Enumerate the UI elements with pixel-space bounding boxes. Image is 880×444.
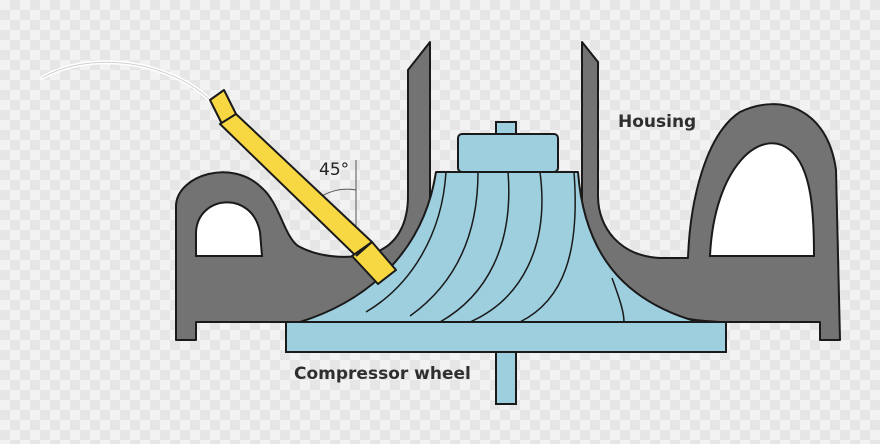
blade-4 — [469, 171, 543, 323]
housing-label: Housing — [618, 112, 697, 132]
blade-3 — [439, 171, 510, 323]
compressor-blades — [365, 171, 625, 323]
probe-cable — [40, 60, 214, 104]
housing-right-opening — [708, 142, 816, 257]
probe — [209, 89, 397, 285]
compressor-wheel-label: Compressor wheel — [294, 364, 471, 384]
angle-label: 45° — [319, 160, 350, 180]
probe-cable-outline — [41, 61, 213, 103]
blade-6 — [611, 277, 625, 323]
wheel-base-plate — [285, 321, 727, 353]
blade-2 — [409, 171, 479, 317]
housing-left-opening — [195, 201, 264, 257]
blade-1 — [365, 171, 447, 313]
probe-tip-joint — [355, 241, 373, 257]
wheel-nut — [457, 133, 559, 173]
blade-5 — [519, 171, 576, 323]
